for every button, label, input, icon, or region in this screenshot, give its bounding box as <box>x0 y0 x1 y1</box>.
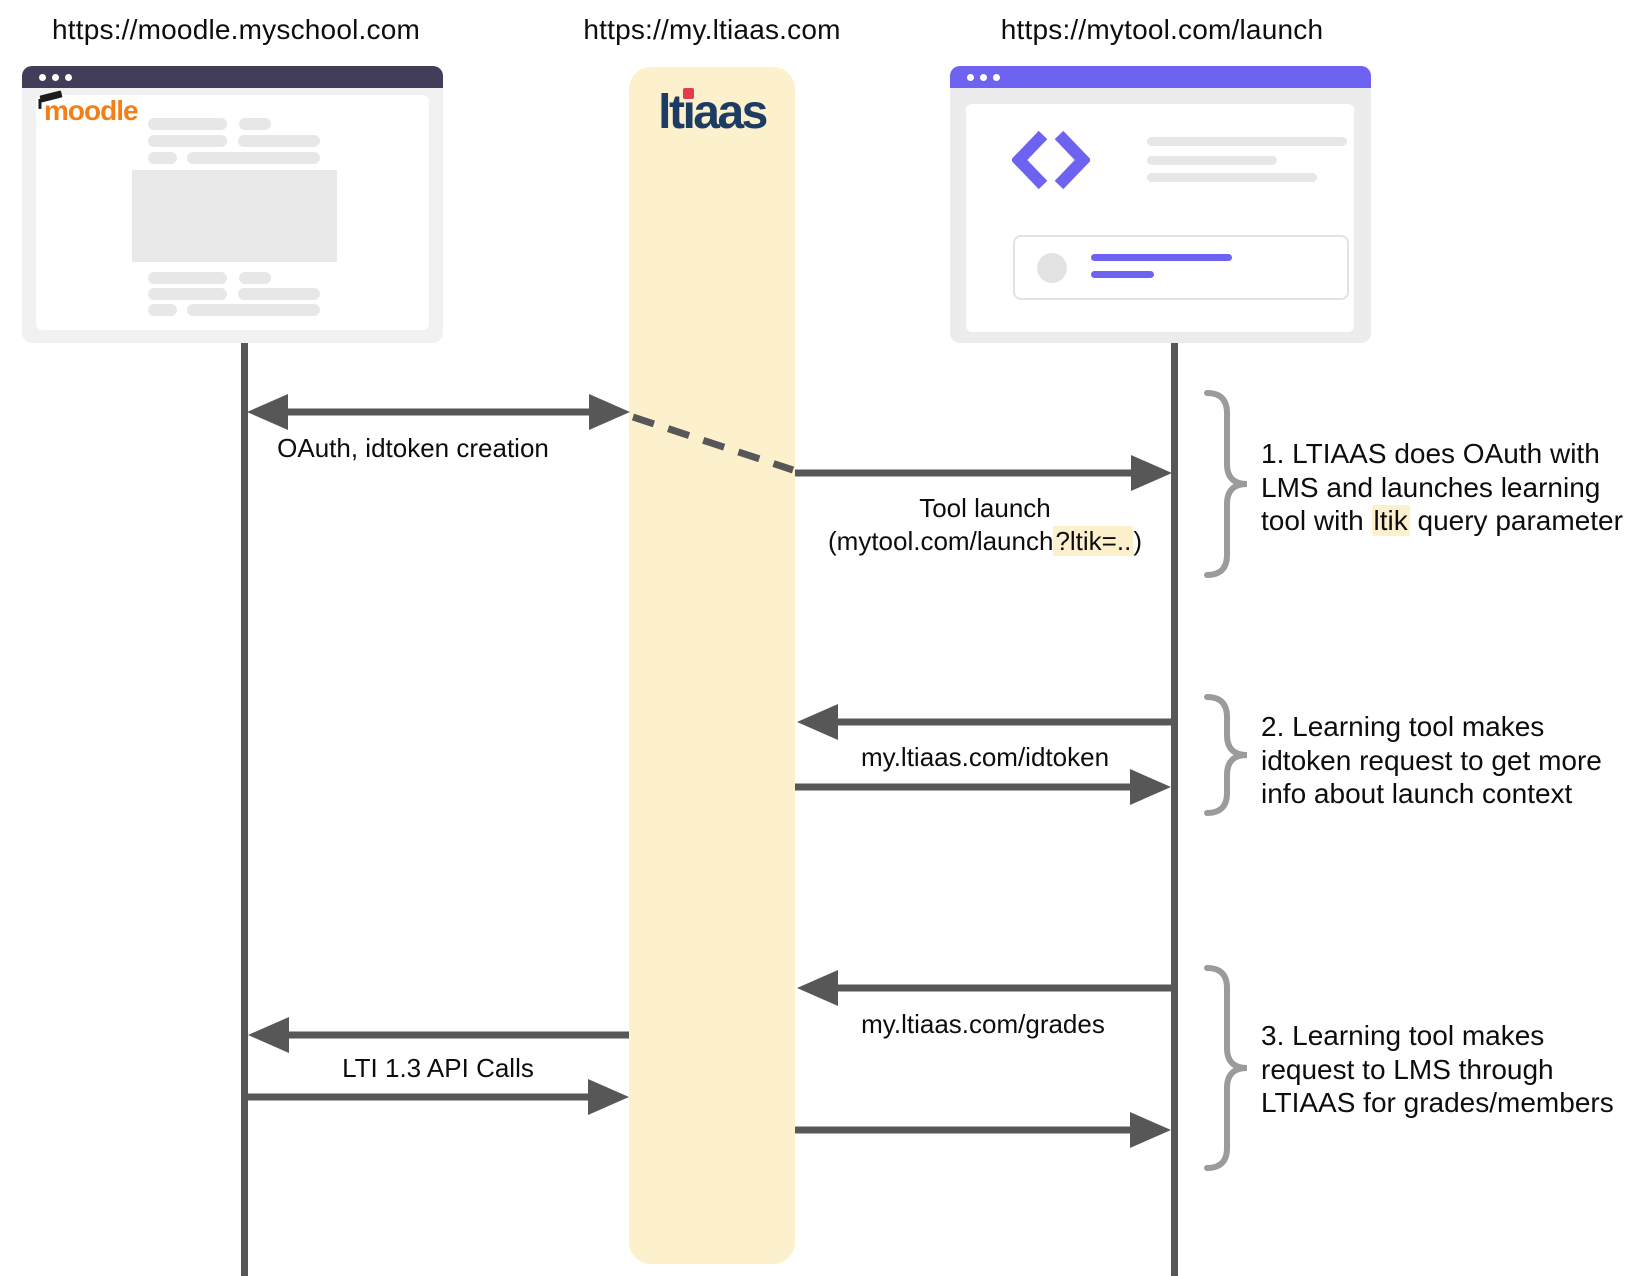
result-card <box>1013 235 1349 300</box>
ltiaas-logo: ltıaas <box>629 85 795 140</box>
skeleton-line <box>148 135 227 147</box>
idtoken-request-arrow <box>797 704 1171 740</box>
annotation-1-line3-post: query parameter <box>1409 505 1623 536</box>
idtoken-response-arrow <box>795 769 1171 805</box>
ltik-param-highlight: ?ltik=.. <box>1053 526 1134 556</box>
moodle-logo: moodle <box>39 90 139 127</box>
skeleton-line <box>148 118 227 130</box>
tool-launch-url: (mytool.com/launch <box>828 526 1054 556</box>
skeleton-line <box>187 304 320 316</box>
annotation-2-line1: 2. Learning tool makes <box>1261 711 1545 742</box>
annotation-3-line1: 3. Learning tool makes <box>1261 1020 1545 1051</box>
ltik-highlight: ltik <box>1371 505 1410 536</box>
moodle-logo-text: moodle <box>44 95 139 126</box>
ltiaas-logo-lt: lt <box>658 86 685 139</box>
annotation-2-line2: idtoken request to get more <box>1261 744 1602 776</box>
skeleton-line <box>148 304 177 316</box>
oauth-double-arrow <box>247 394 630 430</box>
skeleton-line <box>1147 156 1277 165</box>
lane-url-tool: https://mytool.com/launch <box>1000 14 1324 45</box>
grades-request-arrow <box>797 970 1171 1006</box>
window-dots-icon <box>39 74 72 81</box>
skeleton-line-accent <box>1091 271 1154 278</box>
lane-url-moodle: https://moodle.myschool.com <box>52 14 420 45</box>
grades-response-arrow <box>795 1112 1171 1148</box>
ltiaas-logo-aas: aas <box>693 86 768 139</box>
tool-launch-label: Tool launch (mytool.com/launch?ltik=..) <box>785 492 1185 558</box>
annotation-brace-2 <box>1204 694 1248 816</box>
annotation-1-line2: LMS and launches learning <box>1261 471 1601 503</box>
annotation-1-line3: tool with ltik query parameter <box>1261 504 1650 538</box>
moodle-page-panel: moodle <box>36 90 429 330</box>
skeleton-line <box>239 272 271 284</box>
skeleton-line <box>187 152 320 164</box>
skeleton-line-accent <box>1091 254 1232 261</box>
skeleton-line <box>148 288 227 300</box>
ltiaas-logo-i: ı <box>682 86 695 139</box>
moodle-browser-window: moodle <box>22 66 443 343</box>
code-icon <box>1012 130 1090 190</box>
tool-launch-line1: Tool launch <box>919 493 1051 523</box>
lti-api-calls-label: LTI 1.3 API Calls <box>342 1053 534 1083</box>
annotation-1: 1. LTIAAS does OAuth with LMS and launch… <box>1261 437 1650 538</box>
annotation-brace-1 <box>1204 390 1248 578</box>
moodle-window-titlebar <box>22 66 443 88</box>
oauth-label: OAuth, idtoken creation <box>277 433 549 463</box>
skeleton-line <box>238 135 320 147</box>
skeleton-block <box>132 170 337 262</box>
skeleton-line <box>148 152 177 164</box>
skeleton-line <box>238 288 320 300</box>
tool-window-titlebar <box>950 66 1371 88</box>
annotation-1-line1: 1. LTIAAS does OAuth with <box>1261 438 1600 469</box>
skeleton-line <box>148 272 227 284</box>
skeleton-line <box>1147 173 1317 182</box>
dashed-connector <box>631 413 795 474</box>
tool-launch-paren: ) <box>1133 526 1142 556</box>
ltiaas-lane-band: ltıaas <box>629 67 795 1264</box>
skeleton-line <box>239 118 271 130</box>
annotation-3-line2: request to LMS through <box>1261 1053 1554 1085</box>
tool-launch-arrow <box>795 455 1172 491</box>
lti-api-call-arrow <box>248 1017 629 1053</box>
annotation-2: 2. Learning tool makes idtoken request t… <box>1261 710 1650 811</box>
annotation-1-line3-pre: tool with <box>1261 505 1372 536</box>
grades-endpoint-label: my.ltiaas.com/grades <box>861 1009 1105 1039</box>
idtoken-endpoint-label: my.ltiaas.com/idtoken <box>860 742 1110 772</box>
annotation-2-line3: info about launch context <box>1261 778 1573 809</box>
skeleton-line <box>1147 137 1347 146</box>
lane-url-ltiaas: https://my.ltiaas.com <box>583 14 841 45</box>
tool-browser-window <box>950 66 1371 343</box>
lti-api-return-arrow <box>248 1079 629 1115</box>
annotation-3: 3. Learning tool makes request to LMS th… <box>1261 1019 1650 1120</box>
annotation-3-line3: LTIAAS for grades/members <box>1261 1087 1614 1118</box>
window-dots-icon <box>967 74 1000 81</box>
tool-page-panel <box>966 104 1354 332</box>
annotation-brace-3 <box>1204 965 1248 1171</box>
avatar-circle <box>1037 253 1067 283</box>
